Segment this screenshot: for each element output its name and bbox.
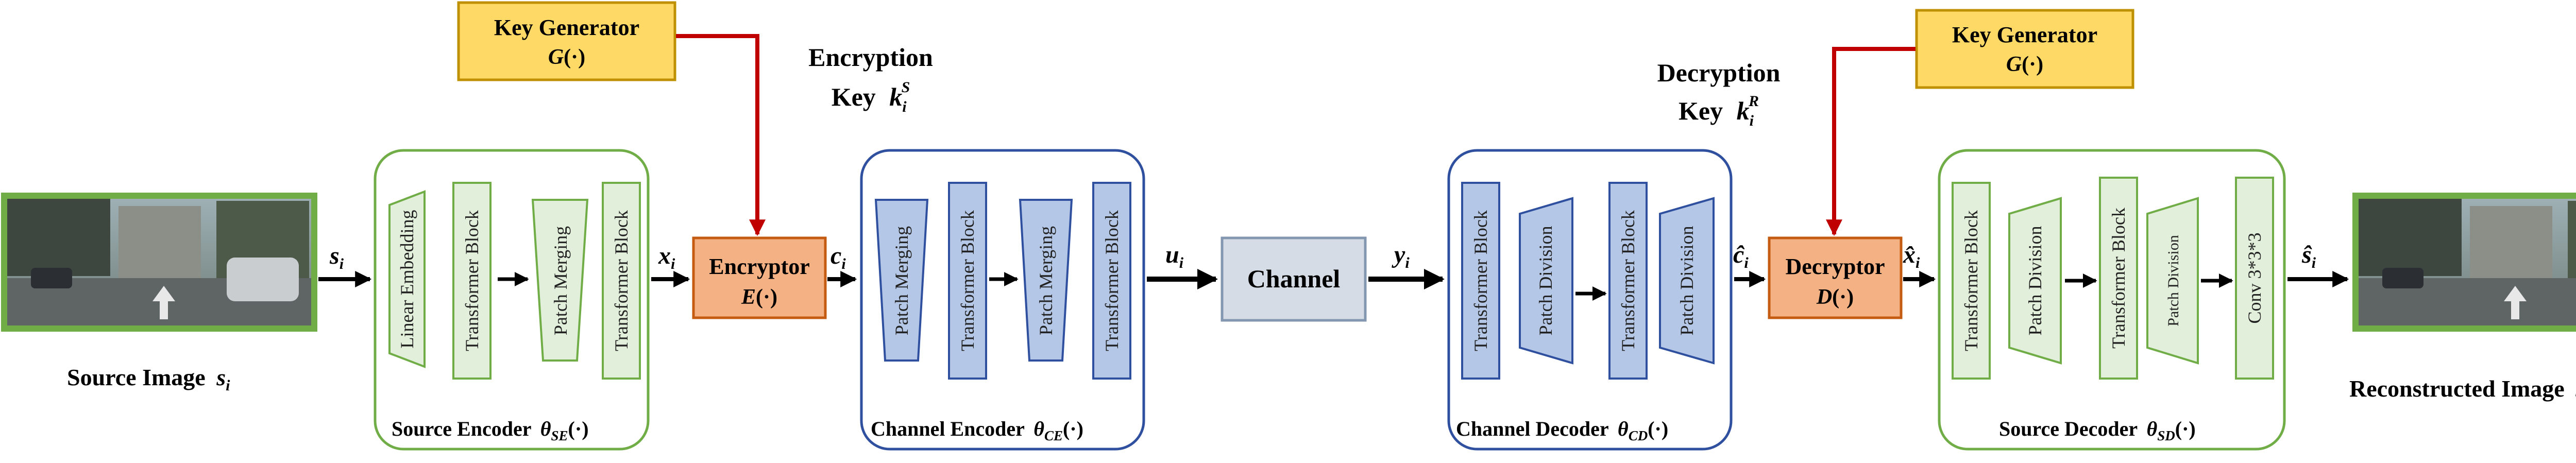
se-block-label-4: Transformer Block	[611, 210, 632, 351]
cd-block-label-3: Transformer Block	[1618, 210, 1638, 351]
ce-block-label-2: Transformer Block	[957, 210, 978, 351]
channel-decoder-caption: Channel Decoder θCD(·)	[1456, 417, 1668, 443]
signal-y: yi	[1392, 241, 1410, 271]
sd-block-label-4: Patch Division	[2165, 235, 2182, 327]
sd-transformer-block-2	[2099, 177, 2138, 380]
sd-block-label-1: Transformer Block	[1961, 210, 1981, 351]
source-image	[1, 193, 317, 332]
signal-s: si	[329, 242, 344, 272]
sd-patch-division-block-2	[2146, 197, 2199, 365]
ce-transformer-block-1	[948, 182, 987, 380]
channel-decoder-box	[1447, 149, 1733, 451]
decryption-key-line1: Decryption	[1657, 58, 1781, 87]
signal-x: xi	[658, 242, 675, 272]
source-encoder-caption: Source Encoder θSE(·)	[392, 417, 589, 443]
sd-block-label-2: Patch Division	[2025, 226, 2045, 336]
source-decoder-caption: Source Decoder θSD(·)	[1999, 417, 2196, 443]
encryption-key-line1: Encryption	[808, 43, 933, 72]
encryptor-func: E(·)	[741, 285, 777, 309]
sd-patch-division-block-1	[2008, 197, 2062, 365]
ce-patch-merging-block-1	[874, 199, 929, 362]
decryption-key-line2: Key kiR	[1679, 93, 1759, 129]
cd-transformer-block-2	[1608, 182, 1648, 380]
signal-u: ui	[1165, 241, 1184, 271]
cd-block-label-4: Patch Division	[1676, 226, 1697, 336]
se-block-label-2: Transformer Block	[462, 210, 482, 351]
source-image-caption: Source Image si	[67, 364, 230, 394]
cd-block-label-1: Transformer Block	[1470, 210, 1491, 351]
decryptor-label: Decryptor	[1785, 254, 1885, 279]
se-linear-embedding-block	[388, 190, 426, 368]
cd-block-label-2: Patch Division	[1535, 226, 1556, 336]
cd-patch-division-block-2	[1659, 197, 1715, 365]
signal-c: ci	[831, 242, 846, 272]
key-generator-left-func: G(·)	[548, 45, 585, 69]
decryptor-func: D(·)	[1816, 285, 1854, 309]
signal-s-hat: ŝi	[2301, 241, 2316, 271]
key-generator-right	[1915, 9, 2134, 89]
channel-encoder-box	[860, 149, 1145, 451]
se-block-label-1: Linear Embedding	[397, 210, 417, 349]
channel-label: Channel	[1247, 264, 1341, 293]
source-decoder-box	[1938, 149, 2286, 451]
se-transformer-block-2	[602, 182, 641, 380]
signal-c-hat: ĉi	[1733, 241, 1749, 271]
source-encoder-box	[374, 149, 650, 451]
se-block-label-3: Patch Merging	[550, 226, 571, 335]
cd-transformer-block-1	[1461, 182, 1500, 380]
decryptor-box	[1768, 236, 1903, 319]
channel-encoder-caption: Channel Encoder θCE(·)	[871, 417, 1083, 443]
cd-patch-division-block-1	[1519, 197, 1573, 365]
encryption-key-line2: Key kiS	[832, 79, 910, 115]
encryptor-box	[692, 236, 827, 319]
key-generator-right-func: G(·)	[2006, 53, 2043, 76]
reconstructed-image-caption: Reconstructed Image ŝi	[2349, 375, 2576, 405]
ce-block-label-3: Patch Merging	[1036, 226, 1056, 335]
se-transformer-block-1	[452, 182, 492, 380]
reconstructed-image	[2352, 193, 2576, 332]
ce-block-label-4: Transformer Block	[1101, 210, 1122, 351]
ce-patch-merging-block-2	[1019, 199, 1073, 362]
red-key-line-left	[676, 34, 766, 236]
ce-block-label-1: Patch Merging	[891, 226, 912, 335]
key-generator-left-label: Key Generator	[494, 15, 639, 40]
encryptor-label: Encryptor	[709, 254, 810, 279]
ce-transformer-block-2	[1092, 182, 1131, 380]
sd-block-label-3: Transformer Block	[2108, 208, 2129, 349]
se-patch-merging-block	[531, 199, 589, 362]
sd-transformer-block-1	[1952, 182, 1991, 380]
channel-box	[1221, 236, 1367, 322]
red-key-line-right	[1826, 47, 1916, 236]
sd-conv-block	[2235, 177, 2274, 380]
sd-block-label-5: Conv 3*3*3	[2244, 232, 2265, 323]
signal-x-hat: x̂i	[1903, 241, 1920, 271]
key-generator-right-label: Key Generator	[1952, 22, 2097, 47]
key-generator-left	[457, 1, 676, 81]
